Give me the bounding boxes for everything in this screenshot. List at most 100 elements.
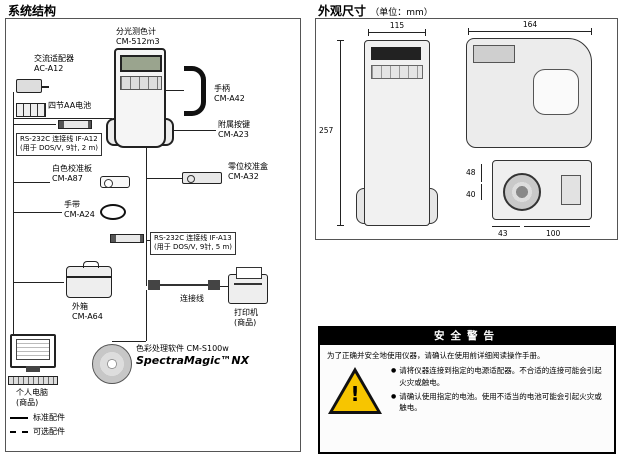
dimension-tick: [337, 225, 344, 226]
solid-line-sample: [10, 416, 28, 419]
cable-ifa13-spec: (用于 DOS/V, 9针, 5 m): [154, 243, 233, 252]
dimensions-unit: （单位：mm）: [370, 8, 433, 18]
keys-model: CM-A23: [218, 130, 249, 140]
strap-icon: [100, 204, 126, 220]
connector-line: [220, 286, 228, 287]
software-label: 色彩处理软件 CM-S100w SpectraMagic™NX: [136, 344, 249, 368]
software-cd-icon: [92, 344, 132, 384]
dim-43: 43: [498, 229, 508, 238]
legend-standard: 标准配件: [10, 412, 65, 423]
ac-adapter-icon: [16, 79, 49, 93]
dimension-line: [468, 31, 592, 32]
safety-warning-content: ! ● 请将仪器连接到指定的电源适配器。不合适的连接可能会引起火灾或触电。 ● …: [327, 365, 607, 416]
cable-ifa13-name: RS-232C 连接线 IF-A13: [154, 234, 232, 242]
warning-bullet: ● 请将仪器连接到指定的电源适配器。不合适的连接可能会引起火灾或触电。: [391, 365, 607, 388]
cable-ifa12-name: RS-232C 连接线 IF-A12: [20, 135, 98, 143]
dimension-line: [481, 184, 482, 200]
connector-line: [146, 178, 182, 179]
dim-48: 48: [466, 168, 476, 177]
strap-name: 手带: [64, 200, 80, 209]
printer-name: 打印机: [234, 308, 258, 317]
dimension-line: [524, 226, 590, 227]
case-icon: [66, 261, 112, 298]
connector-line: [166, 90, 184, 91]
strap-label: 手带 CM-A24: [64, 200, 95, 220]
dimension-tick: [591, 28, 592, 35]
pc-monitor-icon: [10, 334, 56, 372]
pc-keyboard-icon: [8, 376, 58, 385]
dimension-tick: [337, 40, 344, 41]
ac-adapter-label: 交流适配器 AC-A12: [34, 54, 74, 74]
software-brand: SpectraMagic™NX: [136, 354, 250, 368]
bullet-icon: ●: [391, 367, 397, 375]
battery-name: 四节AA电池: [48, 101, 92, 110]
connector-line: [146, 148, 147, 286]
keys-label: 附属按键 CM-A23: [218, 120, 250, 140]
safety-warning-title: 安全警告: [320, 328, 614, 345]
rs232c-connector-a12-icon: [58, 120, 92, 129]
link-cable-label: 连接线: [180, 294, 204, 304]
software-name: 色彩处理软件 CM-S100w: [136, 344, 229, 353]
dimension-tick: [468, 28, 469, 35]
case-label: 外箱 CM-A64: [72, 302, 103, 322]
connector-line: [13, 92, 14, 334]
bullet-icon: ●: [391, 392, 397, 400]
link-cable-name: 连接线: [180, 294, 204, 303]
dashed-line-sample: [10, 430, 28, 433]
dimensions-title-text: 外观尺寸: [318, 4, 367, 18]
pc-note: (商品): [16, 398, 39, 408]
spectrophotometer-model: CM-512m3: [116, 37, 160, 47]
keys-name: 附属按键: [218, 120, 250, 129]
safety-warning-body: 为了正确并安全地使用仪器，请确认在使用前详细阅读操作手册。 ! ● 请将仪器连接…: [320, 345, 614, 416]
spectrophotometer-name: 分光测色计: [116, 27, 156, 36]
connector-line: [146, 240, 150, 241]
strap-model: CM-A24: [64, 210, 95, 220]
cable-ifa12-label: RS-232C 连接线 IF-A12 (用于 DOS/V, 9针, 2 m): [16, 133, 103, 156]
case-model: CM-A64: [72, 312, 103, 322]
dimension-tick: [368, 29, 369, 36]
dim-100: 100: [546, 229, 561, 238]
warning-bullet-text: 请确认使用指定的电池。使用不适当的电池可能会引起火灾或触电。: [399, 391, 602, 412]
side-view-drawing: [466, 38, 592, 148]
safety-warning-intro: 为了正确并安全地使用仪器，请确认在使用前详细阅读操作手册。: [327, 351, 545, 360]
dimensions-title: 外观尺寸 （单位：mm）: [318, 2, 433, 19]
zero-box-name: 零位校准盒: [228, 162, 268, 171]
dimension-line: [368, 32, 426, 33]
dim-side-width: 164: [522, 20, 538, 29]
ac-adapter-model: AC-A12: [34, 64, 64, 74]
warning-exclamation: !: [350, 381, 360, 406]
dimension-line: [340, 40, 341, 226]
legend-optional: 可选配件: [10, 426, 65, 437]
connector-line: [13, 212, 62, 213]
printer-label: 打印机 (商品): [234, 308, 258, 328]
printer-icon: [228, 267, 268, 304]
pc-label: 个人电脑 (商品): [16, 388, 48, 408]
legend-optional-label: 可选配件: [33, 427, 65, 436]
dimension-tick: [425, 29, 426, 36]
spectrophotometer-label: 分光测色计 CM-512m3: [116, 27, 160, 47]
dimension-line: [492, 226, 520, 227]
dim-40: 40: [466, 190, 476, 199]
white-plate-name: 白色校准板: [52, 164, 92, 173]
battery-icon: [16, 103, 46, 117]
safety-warning-box: 安全警告 为了正确并安全地使用仪器，请确认在使用前详细阅读操作手册。 ! ● 请…: [318, 326, 616, 454]
handle-icon: [184, 66, 206, 116]
connector-line: [13, 124, 56, 125]
dim-front-width: 115: [389, 21, 405, 30]
connector-line: [166, 130, 216, 131]
connector-line: [13, 282, 64, 283]
zero-box-model: CM-A32: [228, 172, 259, 182]
white-plate-label: 白色校准板 CM-A87: [52, 164, 92, 184]
white-plate-icon: [100, 176, 130, 188]
cable-ifa13-label: RS-232C 连接线 IF-A13 (用于 DOS/V, 9针, 5 m): [150, 232, 237, 255]
warning-bullet: ● 请确认使用指定的电池。使用不适当的电池可能会引起火灾或触电。: [391, 391, 607, 414]
handle-name: 手柄: [214, 84, 230, 93]
connector-line: [146, 290, 147, 341]
case-name: 外箱: [72, 302, 88, 311]
legend-standard-label: 标准配件: [33, 413, 65, 422]
dim-front-height: 257: [319, 126, 334, 135]
ac-adapter-name: 交流适配器: [34, 54, 74, 63]
warning-triangle-icon: !: [327, 366, 383, 415]
connector-line: [13, 182, 50, 183]
